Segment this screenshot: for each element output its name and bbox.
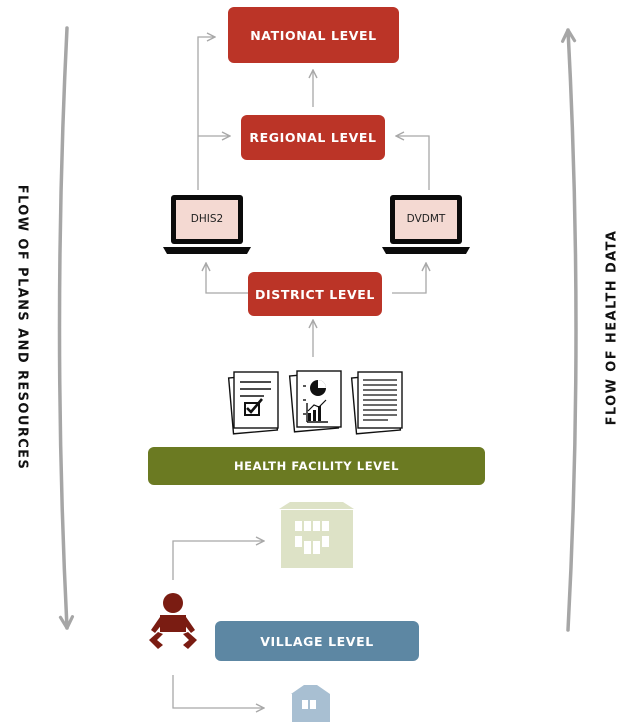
plans-flow-arrow (57, 26, 75, 630)
national-level-label: NATIONAL LEVEL (250, 27, 377, 43)
health-facility-building-icon (279, 502, 354, 568)
data-flow-arrow (560, 28, 578, 632)
village-building-icon (291, 685, 330, 722)
health-facility-level-bar: HEALTH FACILITY LEVEL (148, 447, 485, 485)
regional-level-box: REGIONAL LEVEL (241, 115, 385, 160)
village-level-box: VILLAGE LEVEL (215, 621, 419, 661)
regional-level-label: REGIONAL LEVEL (249, 130, 377, 145)
chart-report-icon (288, 370, 342, 433)
plans-resources-flow-label: FLOW OF PLANS AND RESOURCES (14, 184, 30, 471)
laptop-icon (382, 195, 470, 254)
checklist-report-icon (227, 371, 279, 435)
text-report-icon (350, 371, 403, 435)
dvdmt-label: DVDMT (406, 213, 446, 225)
national-level-box: NATIONAL LEVEL (228, 7, 399, 63)
district-level-label: DISTRICT LEVEL (255, 286, 375, 302)
district-level-box: DISTRICT LEVEL (248, 272, 382, 316)
dhis2-label: DHIS2 (190, 213, 224, 225)
flow-connectors (172, 37, 429, 708)
baby-icon (149, 593, 197, 649)
health-facility-level-label: HEALTH FACILITY LEVEL (233, 459, 400, 473)
village-level-label: VILLAGE LEVEL (260, 633, 374, 649)
laptop-icon (163, 195, 251, 254)
health-data-flow-label: FLOW OF HEALTH DATA (604, 229, 620, 426)
